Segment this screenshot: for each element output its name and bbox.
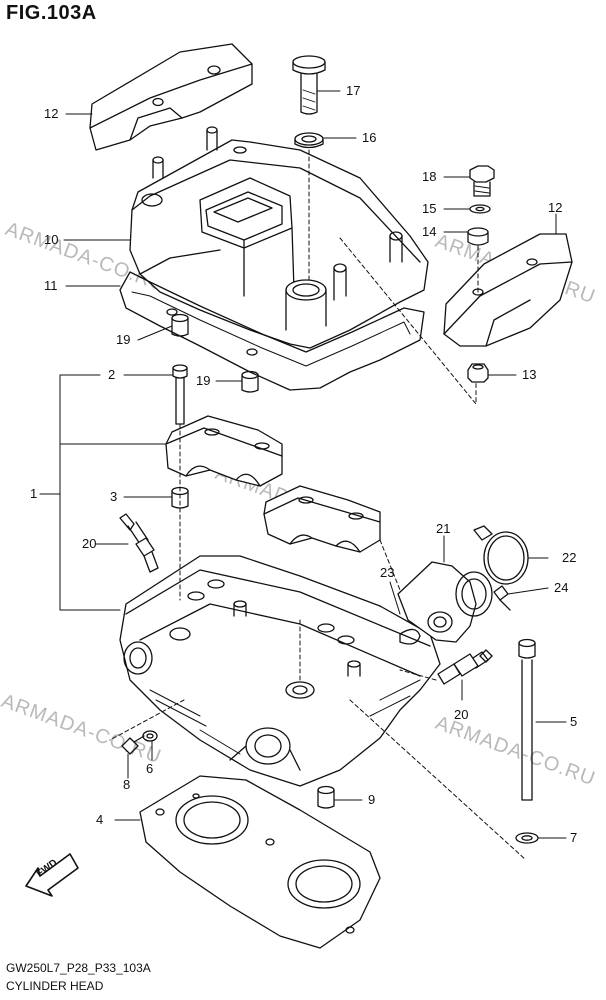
- callout-10: 10: [44, 232, 59, 247]
- o-ring-23-part: [399, 628, 421, 645]
- callout-19: 19: [116, 332, 131, 347]
- grommet-14-part: [467, 227, 489, 246]
- callout-24: 24: [554, 580, 569, 595]
- seal-washer-16-part: [294, 132, 324, 149]
- callout-19b: 19: [196, 373, 211, 388]
- callout-14: 14: [422, 224, 437, 239]
- washer-6-part: [142, 730, 158, 742]
- heat-shield-right-part: [443, 233, 573, 347]
- forward-arrow-icon: [25, 853, 79, 897]
- spark-plug-20-right-part: [437, 649, 493, 685]
- callout-2: 2: [108, 367, 116, 382]
- figure-name: CYLINDER HEAD: [6, 979, 104, 993]
- callout-9: 9: [368, 792, 376, 807]
- head-gasket-4-part: [139, 775, 381, 949]
- bolt-2-part: [172, 364, 188, 425]
- clamp-22-part: [473, 525, 529, 585]
- callout-18: 18: [422, 169, 437, 184]
- leader-lines: [39, 90, 567, 861]
- callout-15: 15: [422, 201, 437, 216]
- heat-shield-left-part: [89, 43, 253, 151]
- callout-13: 13: [522, 367, 537, 382]
- callout-20: 20: [82, 536, 97, 551]
- figure-title: FIG.103A: [6, 2, 97, 24]
- figure-code: GW250L7_P28_P33_103A: [6, 961, 151, 975]
- callout-20b: 20: [454, 707, 469, 722]
- screw-24-part: [493, 585, 511, 611]
- callout-16: 16: [362, 130, 377, 145]
- callout-22: 22: [562, 550, 577, 565]
- camshaft-holder-rear-part: [263, 485, 381, 553]
- callout-8: 8: [123, 777, 131, 792]
- spark-plug-20-part: [119, 513, 159, 573]
- cylinder-head-cover-part: [129, 126, 429, 349]
- dowel-19-part: [241, 370, 259, 393]
- bolt-18-part: [469, 165, 495, 197]
- bolt-5-part: [518, 638, 536, 801]
- callout-21: 21: [436, 521, 451, 536]
- washer-7-part: [515, 832, 539, 844]
- callout-3: 3: [110, 489, 118, 504]
- callout-1: 1: [30, 486, 38, 501]
- callout-12b: 12: [548, 200, 563, 215]
- cylinder-head-part: [119, 555, 441, 787]
- washer-15-part: [469, 204, 491, 214]
- callout-11: 11: [44, 278, 58, 293]
- callout-4: 4: [96, 812, 104, 827]
- callout-17: 17: [346, 83, 361, 98]
- bolt-17-part: [292, 55, 326, 115]
- head-cover-gasket-part: [119, 271, 425, 391]
- dowel-19-part: [171, 313, 189, 337]
- callout-23: 23: [380, 565, 395, 580]
- bolt-8-part: [121, 735, 145, 755]
- nut-13-part: [467, 363, 489, 383]
- camshaft-holder-front-part: [165, 415, 283, 487]
- callout-7: 7: [570, 830, 578, 845]
- callout-5: 5: [570, 714, 578, 729]
- callout-12: 12: [44, 106, 59, 121]
- callout-6: 6: [146, 761, 154, 776]
- intake-pipe-21-part: [397, 561, 493, 643]
- dowel-9-part: [317, 785, 335, 809]
